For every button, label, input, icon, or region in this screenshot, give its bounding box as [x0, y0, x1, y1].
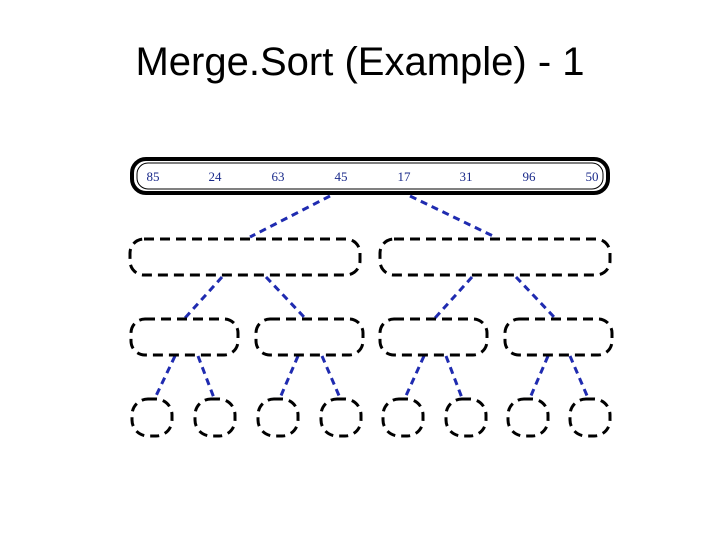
- connector-line: [196, 355, 216, 399]
- connectors: [153, 194, 590, 399]
- root-value: 96: [523, 169, 537, 184]
- connector-line: [444, 355, 464, 399]
- root-node-inner-border: [136, 162, 604, 190]
- connector-line: [568, 355, 590, 399]
- connector-line: [264, 275, 307, 320]
- empty-node: [256, 397, 300, 438]
- empty-node: [254, 317, 365, 357]
- empty-node: [503, 317, 614, 357]
- empty-node: [193, 397, 237, 438]
- empty-node: [568, 397, 612, 438]
- root-value: 85: [147, 169, 160, 184]
- empty-node: [444, 397, 488, 438]
- empty-node: [381, 397, 425, 438]
- root-value: 50: [586, 169, 599, 184]
- connector-line: [403, 355, 426, 399]
- empty-node: [319, 397, 363, 438]
- connector-line: [183, 275, 224, 320]
- root-value: 45: [335, 169, 348, 184]
- connector-line: [433, 275, 474, 320]
- connector-line: [249, 194, 331, 239]
- empty-node: [378, 237, 612, 277]
- empty-node: [129, 317, 240, 357]
- empty-node: [128, 237, 362, 277]
- empty-node: [130, 397, 174, 438]
- root-node: 85 24 63 45 17 31 96 50: [130, 157, 610, 195]
- root-node-outer-border: [130, 157, 610, 195]
- root-value: 17: [398, 169, 412, 184]
- level-3-nodes: [130, 397, 612, 438]
- empty-node: [378, 317, 489, 357]
- connector-line: [409, 194, 496, 239]
- root-values: 85 24 63 45 17 31 96 50: [147, 169, 599, 184]
- connector-line: [514, 275, 557, 320]
- level-1-nodes: [128, 237, 612, 277]
- level-2-nodes: [129, 317, 614, 357]
- empty-node: [506, 397, 550, 438]
- root-value: 24: [209, 169, 223, 184]
- connector-line: [153, 355, 177, 399]
- connector-line: [528, 355, 550, 399]
- connector-line: [320, 355, 342, 399]
- connector-line: [278, 355, 300, 399]
- root-value: 63: [272, 169, 285, 184]
- root-value: 31: [460, 169, 473, 184]
- slide-title: Merge.Sort (Example) - 1: [135, 40, 585, 84]
